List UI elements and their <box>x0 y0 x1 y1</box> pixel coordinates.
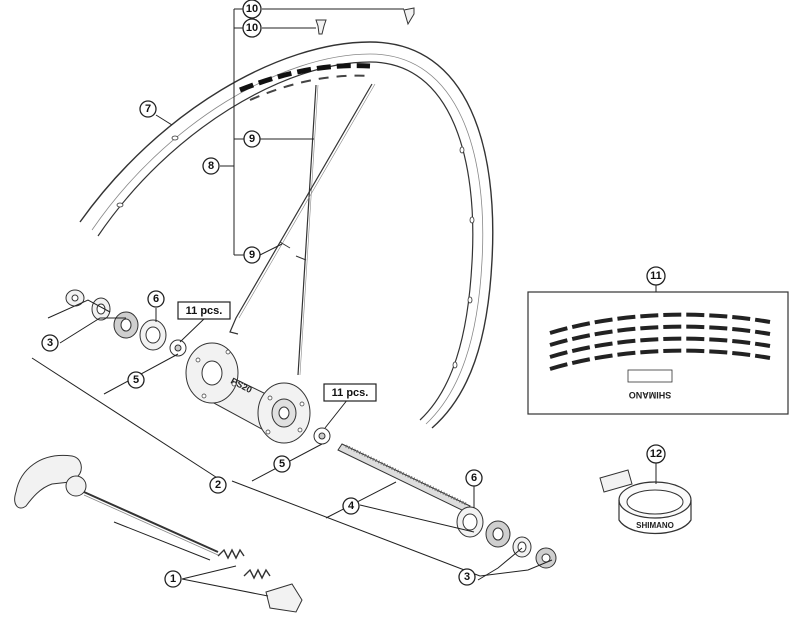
svg-text:2: 2 <box>215 479 221 491</box>
spoke-nipple-top-left <box>315 19 327 35</box>
quantity-label-left: 11 pcs. <box>177 301 231 320</box>
callout-6-left: 6 <box>147 290 165 308</box>
svg-text:11: 11 <box>650 270 662 282</box>
hub-body: RS20 <box>185 342 311 444</box>
quantity-label-right: 11 pcs. <box>323 383 377 402</box>
svg-text:5: 5 <box>279 458 285 470</box>
svg-text:7: 7 <box>145 103 151 115</box>
cone-right <box>485 520 511 548</box>
cone-left <box>113 311 139 339</box>
callout-3-left: 3 <box>41 334 59 352</box>
svg-text:10: 10 <box>246 22 258 34</box>
spoke-straight <box>297 84 317 376</box>
callout-11: 11 <box>646 266 666 286</box>
callout-2: 2 <box>209 476 227 494</box>
callout-4: 4 <box>342 497 360 515</box>
callout-5-left: 5 <box>127 371 145 389</box>
ball-bearings-right <box>313 427 331 445</box>
svg-text:4: 4 <box>348 500 355 512</box>
callout-7: 7 <box>139 100 157 118</box>
svg-text:11 pcs.: 11 pcs. <box>186 305 223 317</box>
svg-text:8: 8 <box>208 160 214 172</box>
rim-tape-brand-text: SHIMANO <box>636 521 674 530</box>
lock-nut-right <box>535 547 557 569</box>
svg-text:3: 3 <box>47 337 53 349</box>
svg-text:5: 5 <box>133 374 139 386</box>
callout-9-upper: 9 <box>243 130 261 148</box>
svg-text:9: 9 <box>249 249 255 261</box>
quick-release-nut <box>265 583 303 613</box>
svg-text:3: 3 <box>464 571 470 583</box>
callout-1: 1 <box>164 570 182 588</box>
svg-text:9: 9 <box>249 133 255 145</box>
dust-cap-right <box>456 506 484 538</box>
spoke-bent <box>229 83 373 335</box>
quick-release-spring-left <box>217 548 245 560</box>
spoke-nipple-top-right <box>403 7 415 26</box>
callout-8: 8 <box>202 157 220 175</box>
rim-sticker-panel: SHIMANO <box>527 291 789 415</box>
callout-10-lower: 10 <box>242 18 262 38</box>
spokes <box>229 83 376 376</box>
svg-text:10: 10 <box>246 3 258 15</box>
svg-text:6: 6 <box>153 293 159 305</box>
svg-text:12: 12 <box>650 448 662 460</box>
rim-tape-roll: SHIMANO <box>599 469 692 535</box>
rim <box>79 41 494 429</box>
callout-5-right: 5 <box>273 455 291 473</box>
quick-release-skewer <box>83 491 219 556</box>
ball-bearings-left <box>169 339 187 357</box>
quick-release-spring-right <box>243 568 271 580</box>
svg-text:11 pcs.: 11 pcs. <box>332 387 369 399</box>
svg-text:1: 1 <box>170 573 176 585</box>
leader-lines <box>31 8 657 597</box>
lock-nut-left <box>65 289 85 307</box>
quick-release-lever <box>14 454 87 509</box>
washer-left <box>91 297 111 321</box>
svg-text:6: 6 <box>471 472 477 484</box>
washer-right <box>512 536 532 558</box>
callout-10-top: 10 <box>242 0 262 19</box>
callout-12: 12 <box>646 444 666 464</box>
callout-6-right: 6 <box>465 469 483 487</box>
callout-3-right: 3 <box>458 568 476 586</box>
callout-9-lower: 9 <box>243 246 261 264</box>
sticker-brand-text: SHIMANO <box>629 390 672 400</box>
dust-cap-left <box>139 319 167 351</box>
